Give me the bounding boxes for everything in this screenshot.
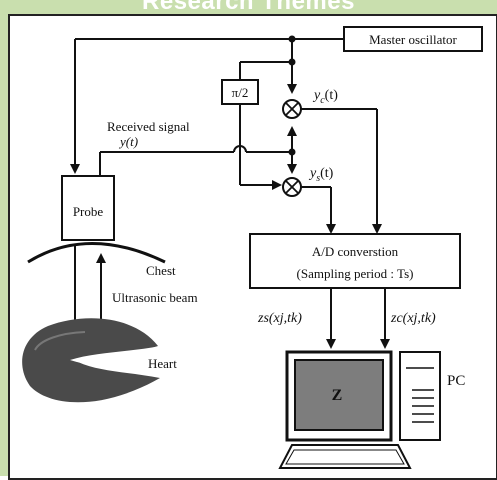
- phase-shift-box: [221, 79, 259, 105]
- pc-monitor: [285, 350, 393, 442]
- multiplier-1-cross: [285, 102, 299, 116]
- ys-label: ys(t): [308, 166, 334, 184]
- probe-box: [61, 175, 115, 241]
- zs-output-label: zs(xj,tk): [257, 311, 302, 326]
- heart-shape: [22, 318, 160, 403]
- pc-keyboard: [278, 444, 412, 469]
- yc-label: yc(t): [312, 88, 338, 106]
- ad-label-2: (Sampling period : Ts): [297, 266, 414, 281]
- monitor-z-label: Z: [332, 387, 343, 404]
- ad-label-1: A/D converstion: [312, 244, 399, 259]
- ultrasonic-beam-label: Ultrasonic beam: [112, 290, 198, 305]
- received-signal-var: y(t): [118, 134, 138, 149]
- master-oscillator-label: Master oscillator: [369, 32, 457, 47]
- chest-surface: [27, 242, 166, 264]
- multiplier-2-cross: [285, 180, 299, 194]
- ad-converter-box: [249, 233, 461, 289]
- line-crossover: [233, 145, 247, 153]
- pc-tower: [399, 351, 441, 441]
- zc-output-label: zc(xj,tk): [390, 311, 436, 326]
- heart-label: Heart: [148, 356, 177, 371]
- phase-shift-label: π/2: [232, 85, 249, 100]
- pc-label: PC: [447, 373, 465, 389]
- chest-label: Chest: [146, 263, 176, 278]
- page-title: Research Themes: [142, 0, 355, 15]
- probe-label: Probe: [73, 204, 104, 219]
- received-signal-label: Received signal: [107, 119, 190, 134]
- master-oscillator-box: [343, 26, 483, 52]
